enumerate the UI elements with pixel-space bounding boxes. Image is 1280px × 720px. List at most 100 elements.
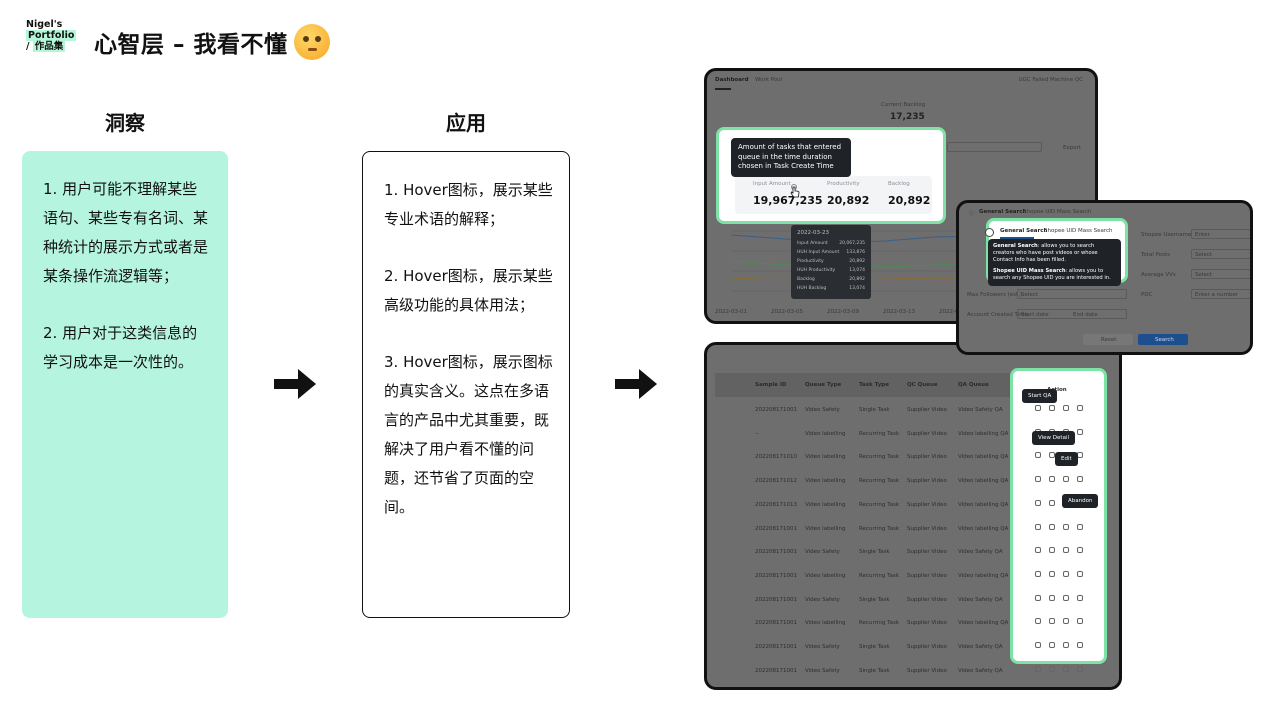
table-cell: Video labelling QA	[958, 525, 1009, 532]
view-detail-icon[interactable]	[1049, 405, 1055, 411]
shopee-username-input[interactable]: Enter	[1191, 229, 1250, 239]
view-detail-icon[interactable]	[1049, 523, 1055, 530]
view-detail-icon[interactable]	[1049, 547, 1055, 554]
action-row	[1035, 618, 1083, 625]
start-date-placeholder: Start date	[1021, 312, 1049, 318]
tab-mass-search-bg[interactable]: Shopee UID Mass Search	[1023, 209, 1092, 215]
logo-cn: 作品集	[32, 41, 66, 52]
table-cell: 202208171001	[755, 407, 797, 413]
abandon-icon[interactable]	[1077, 428, 1083, 435]
tab-general-search[interactable]: General Search	[1000, 228, 1048, 234]
insight-card: 1. 用户可能不理解某些语句、某些专有名词、某种统计的展示方式或者是某条操作流逻…	[22, 151, 228, 618]
total-posts-select[interactable]: Select	[1191, 249, 1250, 259]
tab-mass-search[interactable]: Shopee UID Mass Search	[1044, 228, 1113, 234]
view-detail-icon[interactable]	[1049, 570, 1055, 577]
average-vvs-select[interactable]: Select	[1191, 269, 1250, 279]
pdc-input[interactable]: Enter a number	[1191, 289, 1250, 299]
reset-label: Reset	[1101, 337, 1117, 343]
start-qa-icon[interactable]	[1035, 665, 1041, 672]
start-qa-icon[interactable]	[1035, 499, 1041, 506]
action-row	[1035, 642, 1083, 648]
export-button[interactable]: Export	[1063, 145, 1082, 151]
field-label: Average VVs	[1141, 272, 1176, 278]
view-detail-icon[interactable]	[1049, 594, 1055, 601]
start-qa-icon[interactable]	[1035, 476, 1041, 483]
abandon-icon[interactable]	[1077, 523, 1083, 530]
general-search-explanation: General Search: allows you to search cre…	[993, 243, 1116, 264]
max-followers-select[interactable]: Select	[1017, 289, 1127, 299]
edit-icon[interactable]	[1063, 665, 1069, 672]
table-cell: 202208171001	[755, 596, 797, 603]
info-icon: ⓘ	[969, 211, 975, 217]
view-detail-icon[interactable]	[1049, 665, 1055, 672]
abandon-icon[interactable]	[1077, 570, 1083, 577]
chart-tooltip-label: Productivity	[797, 259, 824, 264]
start-qa-icon[interactable]	[1035, 452, 1041, 459]
edit-icon[interactable]	[1063, 642, 1069, 648]
x-tick-5: 2022-03-17	[939, 309, 971, 315]
view-detail-icon[interactable]	[1049, 618, 1055, 625]
table-cell: Single Task	[859, 549, 890, 556]
edit-icon[interactable]	[1063, 405, 1069, 411]
table-cell: Single Task	[859, 644, 890, 650]
table-cell: Recurring Task	[859, 454, 900, 461]
start-qa-icon[interactable]	[1035, 547, 1041, 554]
apply-point-1: 1. Hover图标，展示某些专业术语的解释；	[384, 181, 553, 228]
column-header: Sample ID	[755, 382, 787, 388]
view-detail-icon[interactable]	[1049, 452, 1055, 459]
table-cell: Supplier Video	[907, 430, 947, 437]
table-cell: Video Safety QA	[958, 407, 1003, 413]
edit-icon[interactable]	[1063, 618, 1069, 625]
view-detail-icon[interactable]	[1049, 499, 1055, 506]
abandon-icon[interactable]	[1077, 665, 1083, 672]
start-qa-icon[interactable]	[1035, 523, 1041, 530]
reset-button[interactable]: Reset	[1083, 334, 1133, 345]
search-button[interactable]: Search	[1138, 334, 1188, 345]
tab-work-pool[interactable]: Work Pool	[755, 77, 783, 83]
info-icon[interactable]	[985, 228, 994, 237]
abandon-icon[interactable]	[1077, 405, 1083, 411]
tooltip-text: : allows you to search any Shopee UID yo…	[993, 268, 1111, 281]
account-created-range[interactable]: Start date End date	[1017, 309, 1127, 319]
edit-icon[interactable]	[1063, 476, 1069, 483]
start-qa-icon[interactable]	[1035, 642, 1041, 648]
abandon-icon[interactable]	[1077, 476, 1083, 483]
chart-tooltip-label: HUH Input Amount	[797, 250, 840, 255]
input-placeholder: Select	[1021, 292, 1038, 298]
view-detail-icon[interactable]	[1049, 476, 1055, 483]
field-label: Shopee Username	[1141, 232, 1192, 238]
edit-tooltip: Edit	[1055, 452, 1078, 466]
abandon-icon[interactable]	[1077, 618, 1083, 625]
tooltip-text: : allows you to search creators who have…	[993, 243, 1098, 263]
edit-icon[interactable]	[1063, 523, 1069, 530]
start-qa-icon[interactable]	[1035, 570, 1041, 577]
tab-general-search-bg[interactable]: General Search	[979, 209, 1027, 215]
start-qa-icon[interactable]	[1035, 618, 1041, 625]
start-qa-icon[interactable]	[1035, 594, 1041, 601]
action-row	[1035, 594, 1083, 601]
start-qa-icon[interactable]	[1035, 405, 1041, 411]
edit-icon[interactable]	[1063, 547, 1069, 554]
column-header: Queue Type	[805, 382, 842, 388]
edit-icon[interactable]	[1063, 594, 1069, 601]
date-range-picker[interactable]	[947, 142, 1042, 152]
table-cell: Supplier Video	[907, 620, 947, 627]
tab-dashboard[interactable]: Dashboard	[715, 77, 749, 83]
abandon-icon[interactable]	[1077, 642, 1083, 648]
table-cell: Supplier Video	[907, 549, 947, 556]
table-cell: Video labelling QA	[958, 478, 1009, 485]
view-detail-icon[interactable]	[1049, 642, 1055, 648]
chart-tooltip-value: 20,892	[849, 259, 865, 264]
edit-icon[interactable]	[1063, 570, 1069, 577]
abandon-icon[interactable]	[1077, 452, 1083, 459]
abandon-icon[interactable]	[1077, 594, 1083, 601]
abandon-icon[interactable]	[1077, 547, 1083, 554]
